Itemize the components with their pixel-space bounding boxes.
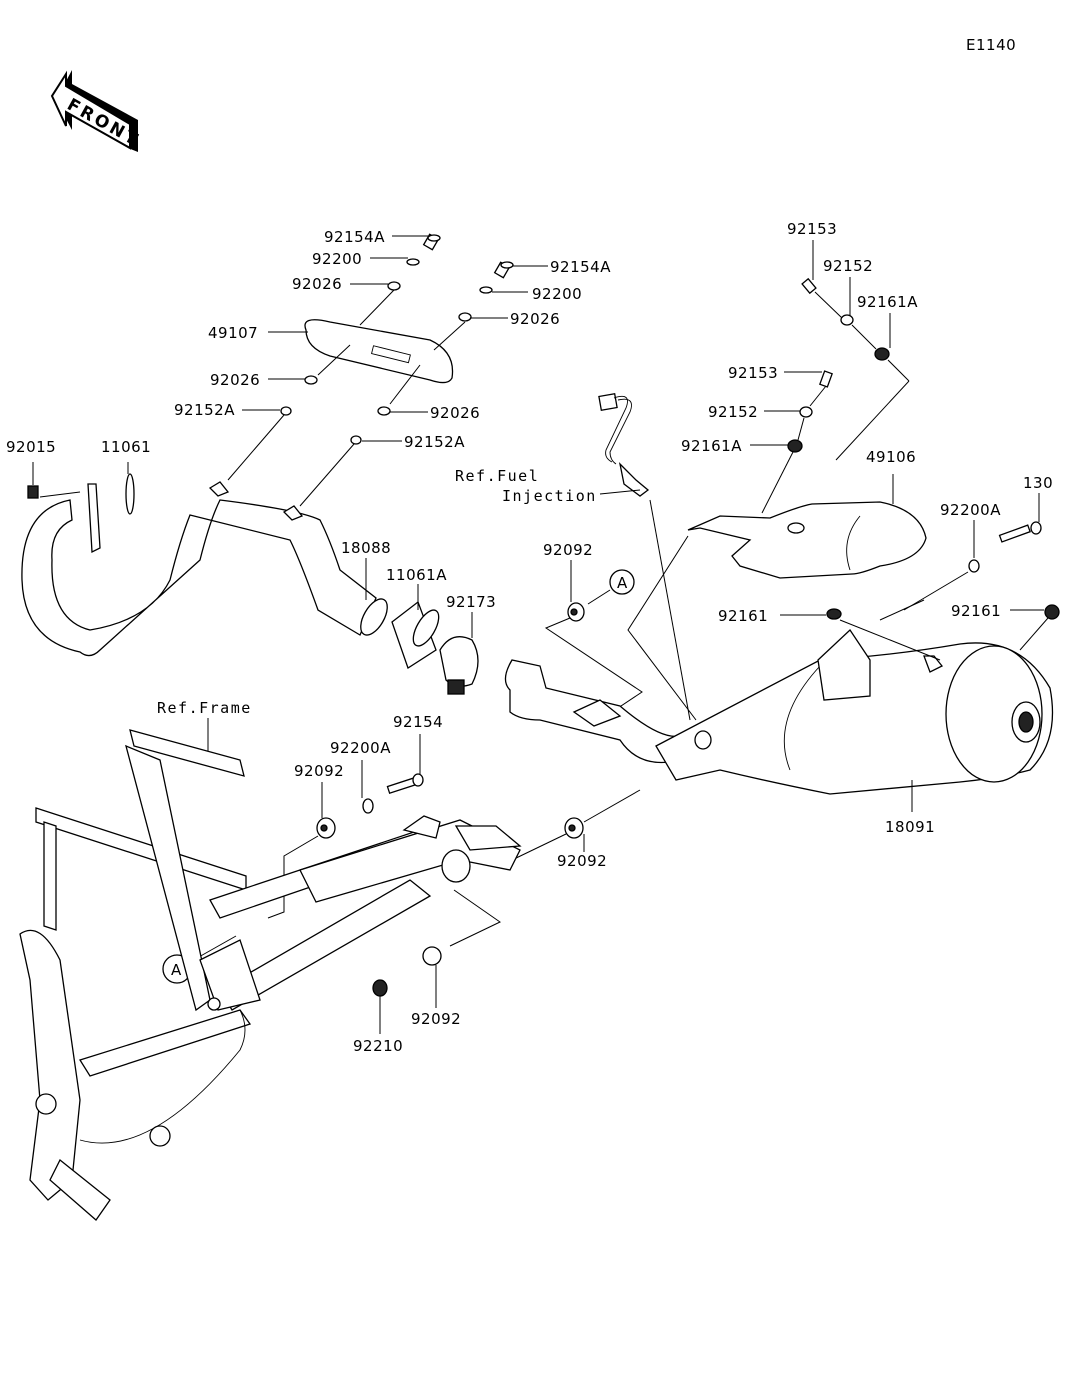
label-92161-left: 92161 (718, 607, 768, 625)
label-92154A-right: 92154A (550, 258, 611, 276)
muffler-bracket (817, 629, 871, 701)
label-92200-right: 92200 (532, 285, 582, 303)
grommet-92161A-top (874, 347, 890, 361)
label-49106: 49106 (866, 448, 916, 466)
label-92092-mid: 92092 (557, 852, 607, 870)
washer-92200A-right (968, 559, 980, 573)
bolt-130 (998, 521, 1042, 543)
collar-92152A-left (280, 406, 292, 416)
label-130: 130 (1023, 474, 1053, 492)
label-92026-left: 92026 (210, 371, 260, 389)
label-92153-top: 92153 (787, 220, 837, 238)
label-11061: 11061 (101, 438, 151, 456)
diagram-code: E1140 (966, 36, 1016, 54)
nut-92210 (372, 979, 388, 997)
grommet-92026-right (458, 312, 472, 322)
washer-92200-top (406, 258, 420, 266)
label-92173: 92173 (446, 593, 496, 611)
label-92161-right: 92161 (951, 602, 1001, 620)
grommet-92092-upper (567, 602, 585, 622)
motorcycle-frame (19, 729, 522, 1221)
collar-92152-top (840, 314, 854, 326)
heat-guard-49106 (687, 501, 927, 579)
grommet-92092-lower (422, 946, 442, 966)
grommet-92092-left (316, 817, 336, 839)
o2-sensor: Ref.Fuel Injection (455, 392, 691, 721)
header-pipe-18088 (21, 499, 377, 657)
gasket-11061 (125, 473, 135, 515)
label-92152-mid: 92152 (708, 403, 758, 421)
label-11061A: 11061A (386, 566, 447, 584)
label-92092-upper: 92092 (543, 541, 593, 559)
label-92200-top: 92200 (312, 250, 362, 268)
frame-cluster: Ref.Frame A (19, 699, 641, 1221)
label-92092-lower: 92092 (411, 1010, 461, 1028)
heat-guard-49106-cluster: 92153 92152 92161A 92153 92152 92161A 49… (681, 220, 927, 579)
ref-frame: Ref.Frame (157, 699, 252, 717)
washer-92200-right (479, 286, 493, 294)
grommet-92092-mid (564, 817, 584, 839)
collar-92152-mid (799, 406, 813, 418)
callout-label-A-lower: A (171, 961, 182, 979)
label-92153-mid: 92153 (728, 364, 778, 382)
label-92154: 92154 (393, 713, 443, 731)
bolt-92154A-top (422, 233, 441, 251)
washer-92200A-left (362, 798, 374, 814)
label-92152A-left: 92152A (174, 401, 235, 419)
label-92026-bottom: 92026 (430, 404, 480, 422)
label-92092-left: 92092 (294, 762, 344, 780)
grommet-92161A-mid (787, 439, 803, 453)
label-92026-right: 92026 (510, 310, 560, 328)
front-arrow-icon: FRONT (50, 70, 143, 152)
ref-fuel-injection-line2: Injection (502, 487, 597, 505)
grommet-92161-right (1044, 604, 1060, 620)
bolt-92154 (386, 773, 424, 794)
label-92200A-right: 92200A (940, 501, 1001, 519)
grommet-92026-left (304, 375, 318, 385)
clamp-92173 (439, 636, 479, 687)
label-92015: 92015 (6, 438, 56, 456)
label-92154A-top: 92154A (324, 228, 385, 246)
callout-circle-A-upper (609, 569, 635, 595)
label-92210: 92210 (353, 1037, 403, 1055)
heat-guard-49107-cluster: 92154A 92200 92026 49107 92026 92152A 92… (174, 228, 611, 507)
grommet-92161-left (826, 608, 842, 620)
label-92026-top: 92026 (292, 275, 342, 293)
label-18088: 18088 (341, 539, 391, 557)
callout-label-A-upper: A (617, 574, 628, 592)
bolt-92154A-right (493, 261, 514, 279)
grommet-92026-top (387, 281, 401, 291)
label-92200A-left: 92200A (330, 739, 391, 757)
label-92152-top: 92152 (823, 257, 873, 275)
label-92161A-mid: 92161A (681, 437, 742, 455)
header-pipe-cluster: 92015 11061 18088 11061A 92173 (6, 438, 496, 695)
label-18091: 18091 (885, 818, 935, 836)
screw-92153-top (801, 277, 817, 295)
heat-guard-49107 (304, 319, 454, 384)
collar-92152A-right (350, 435, 362, 445)
ref-fuel-injection-line1: Ref.Fuel (455, 467, 539, 485)
header-flange (87, 483, 101, 554)
muffler-cluster: A 130 92200A 92161 92161 92092 18091 (504, 474, 1060, 836)
grommet-92026-bottom (377, 406, 391, 416)
label-92161A-top: 92161A (857, 293, 918, 311)
bolt-92015 (27, 485, 39, 499)
label-49107: 49107 (208, 324, 258, 342)
screw-92153-mid (819, 370, 833, 388)
label-92152A-right: 92152A (404, 433, 465, 451)
